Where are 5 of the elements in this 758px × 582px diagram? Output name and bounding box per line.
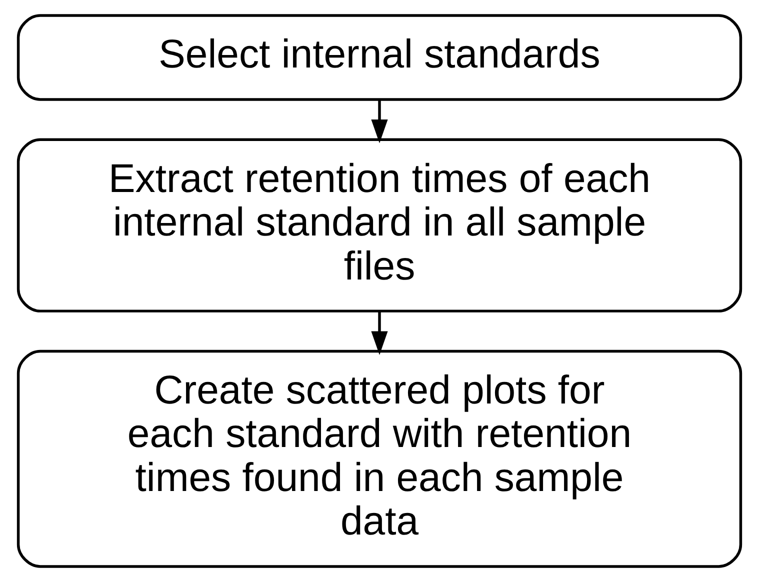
node-box: Extract retention times of each internal standard in all sample files (16, 138, 742, 312)
node-box: Select internal standards (16, 14, 742, 101)
node-box: Create scattered plots for each standard with retention times found in each sample data (16, 350, 742, 568)
arrow (370, 100, 388, 144)
arrow (370, 311, 388, 355)
